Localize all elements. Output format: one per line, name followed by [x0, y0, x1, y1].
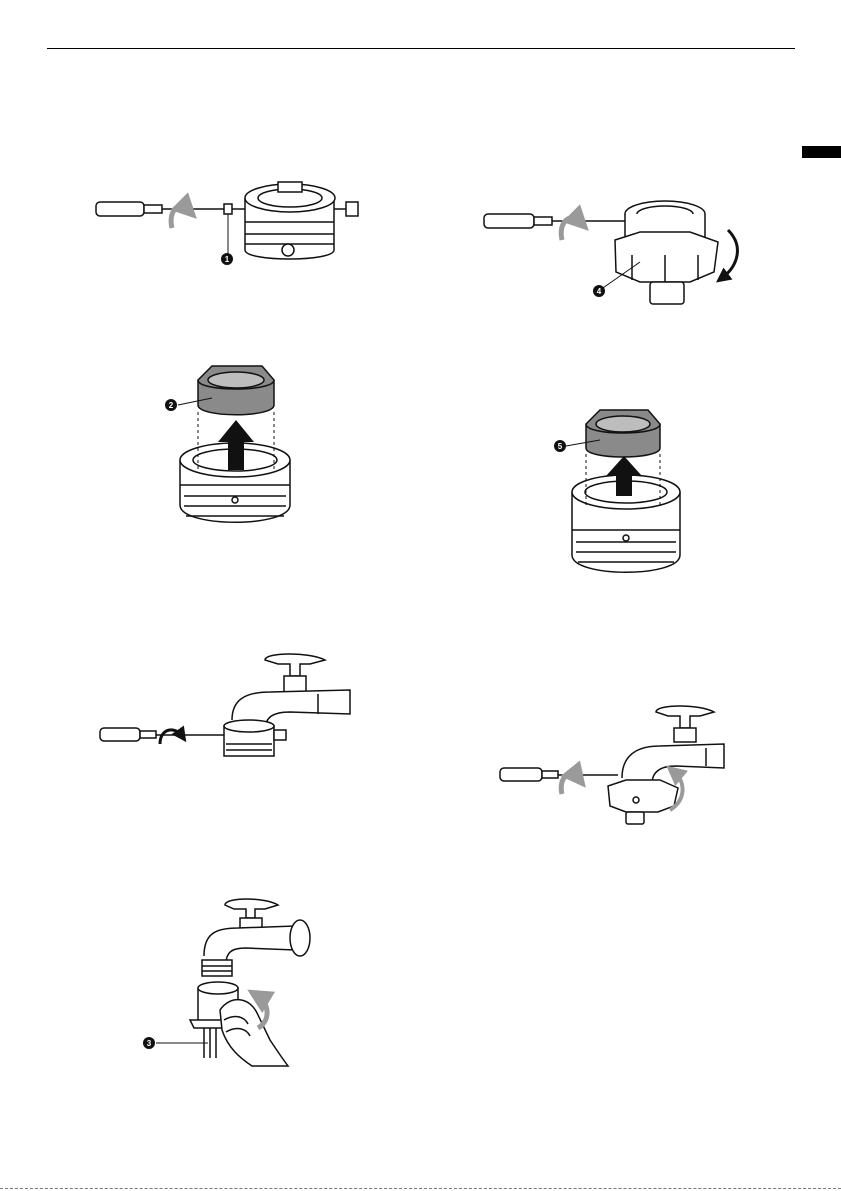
figure-connect-hose [156, 899, 310, 1066]
screwdriver-icon [500, 768, 618, 781]
svg-text:2: 2 [169, 401, 174, 410]
seal-part [586, 410, 660, 457]
figure-remove-seal-left [178, 366, 290, 522]
faucet-icon [204, 899, 310, 964]
adapter-body [202, 960, 232, 976]
footer-rule [0, 1188, 841, 1189]
star-nut [615, 232, 718, 304]
faucet-icon [622, 706, 724, 784]
screwdriver-icon [484, 214, 628, 228]
figure-adapter-star-nut [484, 201, 737, 304]
svg-text:1: 1 [225, 255, 230, 264]
star-nut [608, 780, 678, 824]
figure-loosen-screw-adapter [96, 182, 358, 259]
hand-icon [220, 1000, 288, 1066]
svg-text:4: 4 [597, 287, 602, 296]
figure-attach-adapter-faucet [100, 654, 350, 756]
callout-2: 2 [165, 399, 177, 411]
svg-text:5: 5 [558, 442, 563, 451]
adapter-body [224, 720, 286, 756]
figure-remove-seal-right [566, 410, 680, 572]
seal-part [198, 366, 274, 415]
screwdriver-icon [96, 202, 232, 216]
callout-5: 5 [554, 440, 566, 452]
faucet-adapter [224, 182, 358, 259]
faucet-icon [232, 654, 350, 730]
callout-1: 1 [221, 253, 233, 265]
callout-4: 4 [593, 285, 605, 297]
svg-text:3: 3 [147, 1039, 152, 1048]
callout-3: 3 [143, 1037, 155, 1049]
figure-tighten-star-adapter-faucet [500, 706, 724, 824]
